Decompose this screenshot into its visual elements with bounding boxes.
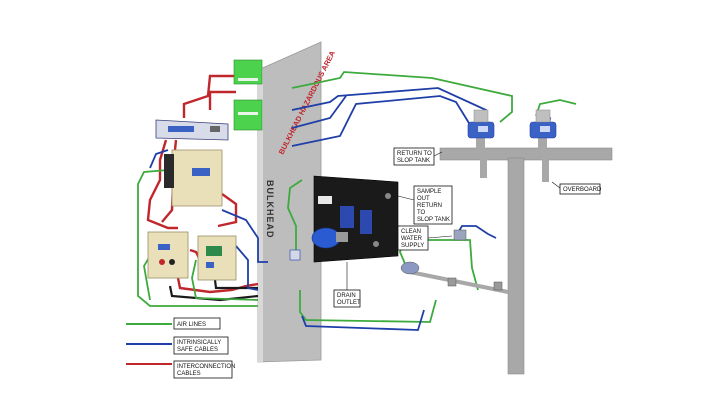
pipe-drop-2 <box>542 158 549 182</box>
valve-icon <box>529 109 557 139</box>
svg-text:AIR LINES: AIR LINES <box>177 322 206 328</box>
svg-text:CABLES: CABLES <box>177 371 201 377</box>
junction-box-icon <box>233 99 263 131</box>
svg-text:RETURN: RETURN <box>417 203 442 209</box>
pipe-system <box>409 136 613 375</box>
label-return-to-slop-tank: RETURN TO SLOP TANK <box>393 147 435 166</box>
legend: AIR LINES INTRINSICALLY SAFE CABLES INTE… <box>126 317 235 379</box>
svg-text:OVERBOARD: OVERBOARD <box>563 187 602 193</box>
control-box-icon <box>197 235 237 281</box>
svg-text:SUPPLY: SUPPLY <box>401 243 424 249</box>
valve-icon <box>453 229 467 241</box>
vertical-pipe <box>507 157 525 375</box>
panel-fitting-1 <box>385 193 391 199</box>
bulkhead-side-label: BULKHEAD <box>265 180 275 239</box>
svg-text:CLEAN: CLEAN <box>401 229 421 235</box>
junction-box-icon <box>233 59 263 85</box>
svg-text:SAMPLE: SAMPLE <box>417 189 441 195</box>
junction-box-icon <box>289 249 301 261</box>
interconnection-cables <box>146 74 259 294</box>
label-drain-outlet: DRAIN OUTLET <box>333 289 361 308</box>
legend-air-lines: AIR LINES <box>126 317 221 330</box>
svg-text:TO: TO <box>417 210 426 216</box>
valve-icon <box>467 109 495 139</box>
panel-sensor-1 <box>340 206 354 228</box>
control-box-icon <box>164 149 223 207</box>
valve-icon <box>493 281 503 291</box>
valve-icon <box>447 277 457 287</box>
panel-label-plate <box>318 196 332 204</box>
pipe-drop-1 <box>480 158 487 178</box>
legend-interconnection-cables: INTERCONNECTION CABLES <box>126 360 235 379</box>
svg-text:OUTLET: OUTLET <box>337 300 361 306</box>
valve-icon <box>400 261 420 275</box>
control-box-icon <box>147 231 189 279</box>
svg-text:INTRINSICALLY: INTRINSICALLY <box>177 340 221 346</box>
panel-fitting-2 <box>373 241 379 247</box>
display-unit-icon <box>155 119 229 141</box>
svg-text:OUT: OUT <box>417 196 430 202</box>
label-clean-water-supply: CLEAN WATER SUPPLY <box>397 225 429 251</box>
svg-text:RETURN TO: RETURN TO <box>397 151 432 157</box>
pump-icon <box>311 227 348 249</box>
label-pointers <box>346 151 561 290</box>
panel-sensor-2 <box>360 210 372 234</box>
legend-safe-cables: INTRINSICALLY SAFE CABLES <box>126 336 229 355</box>
label-overboard: OVERBOARD <box>559 183 602 195</box>
safe-cables-left <box>149 149 268 291</box>
branch-pipe <box>409 270 509 294</box>
svg-text:INTERCONNECTION: INTERCONNECTION <box>177 364 235 370</box>
pipe-riser-1 <box>476 136 485 150</box>
pipe-riser-2 <box>538 136 547 150</box>
horizontal-pipe <box>439 147 613 161</box>
svg-text:WATER: WATER <box>401 236 423 242</box>
svg-text:SAFE CABLES: SAFE CABLES <box>177 347 218 353</box>
label-sample-out-return: SAMPLE OUT RETURN TO SLOP TANK <box>413 185 453 225</box>
svg-text:DRAIN: DRAIN <box>337 293 356 299</box>
bulkhead-edge <box>258 68 263 362</box>
monitoring-panel <box>311 175 399 263</box>
svg-text:SLOP TANK: SLOP TANK <box>397 158 430 164</box>
svg-text:SLOP TANK: SLOP TANK <box>417 217 450 223</box>
